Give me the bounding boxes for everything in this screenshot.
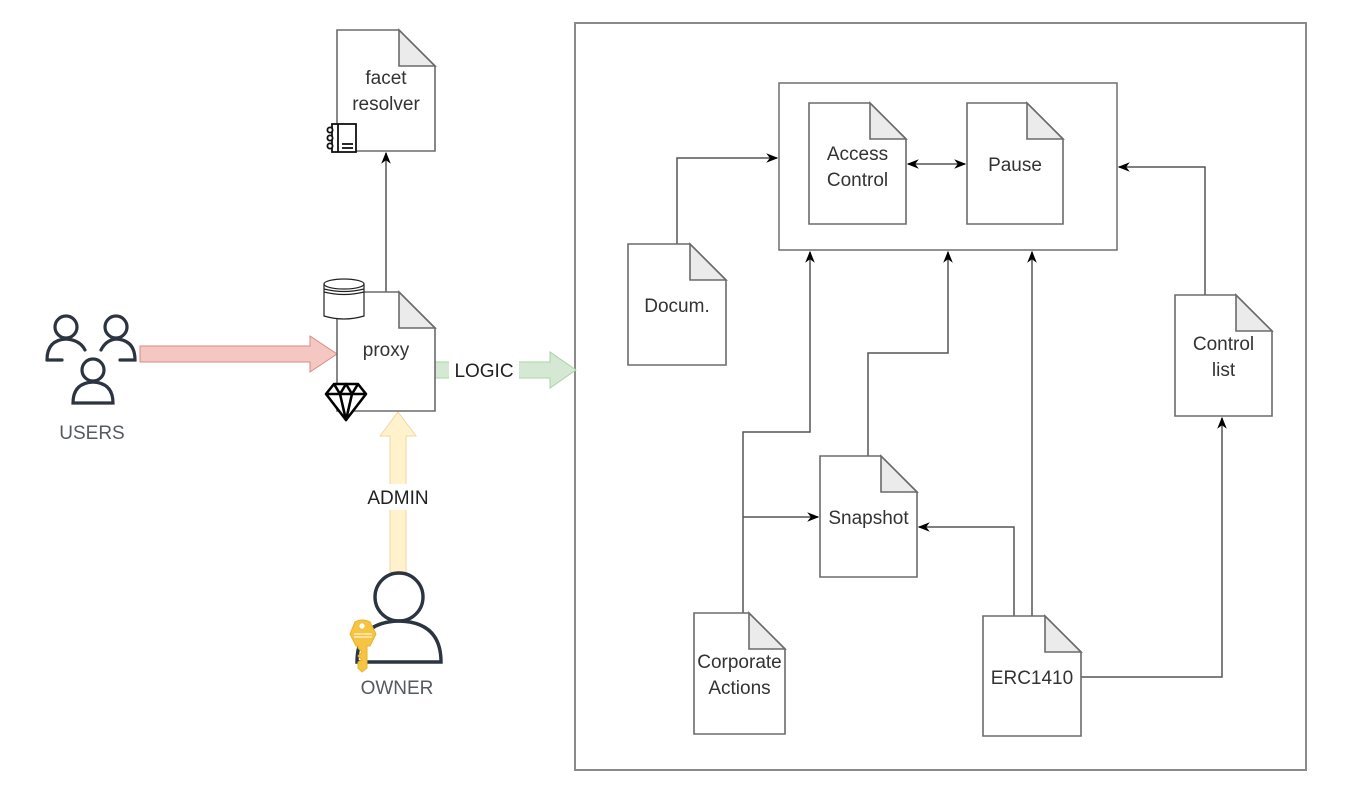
connector-controllist-to-core — [1117, 162, 1206, 295]
doc-facet-resolver: facet resolver — [336, 28, 437, 152]
document-shape — [693, 612, 786, 735]
document-fold — [748, 611, 787, 650]
owner-label: OWNER — [361, 678, 434, 699]
document-label: Control — [827, 170, 888, 191]
doc-snapshot: Snapshot — [819, 454, 919, 578]
user-with-key-icon — [349, 571, 443, 673]
document-label: Control — [1193, 334, 1254, 355]
core-facets-box — [778, 82, 1118, 251]
users-label: USERS — [59, 423, 124, 444]
document-label: proxy — [363, 340, 410, 361]
doc-docum: Docum. — [627, 242, 728, 366]
doc-erc1410: ERC1410 — [982, 614, 1083, 737]
document-fold — [1044, 614, 1083, 653]
document-fold — [1026, 101, 1065, 140]
document-label: Pause — [988, 155, 1042, 176]
document-label: resolver — [352, 94, 420, 115]
document-fold — [689, 242, 728, 281]
notebook-icon — [326, 123, 357, 153]
connector-snapshot-to-core — [867, 250, 953, 456]
logic-container — [574, 22, 1307, 771]
document-label: facet — [365, 68, 407, 89]
doc-control-list: Control list — [1174, 293, 1274, 417]
document-fold — [880, 454, 919, 493]
document-label: Docum. — [644, 296, 709, 317]
connector-erc1410-to-controllist — [1081, 416, 1227, 678]
connector-corporate-to-core — [742, 250, 815, 613]
document-label: Actions — [708, 678, 770, 699]
doc-pause: Pause — [966, 101, 1065, 225]
connector-docum-to-core — [676, 153, 779, 244]
document-fold — [1235, 293, 1274, 332]
document-label: Corporate — [697, 652, 782, 673]
flow-users-to-proxy — [139, 335, 338, 373]
admin-label: ADMIN — [367, 488, 428, 509]
document-label: Snapshot — [828, 508, 909, 529]
users-group-icon — [45, 314, 137, 405]
document-fold — [869, 101, 908, 140]
diamond-gem-icon — [324, 382, 368, 422]
flow-admin: ADMIN — [356, 411, 440, 573]
document-label: list — [1212, 360, 1236, 381]
flow-logic: LOGIC — [434, 351, 577, 389]
document-shape — [1174, 294, 1273, 417]
document-label: Access — [827, 144, 888, 165]
logic-label: LOGIC — [454, 361, 513, 382]
document-fold — [398, 290, 437, 329]
database-icon — [323, 278, 365, 320]
document-label: ERC1410 — [991, 668, 1073, 689]
connector-erc1410-to-snapshot — [917, 522, 1015, 616]
document-fold — [398, 28, 437, 67]
doc-proxy: proxy — [336, 290, 437, 412]
